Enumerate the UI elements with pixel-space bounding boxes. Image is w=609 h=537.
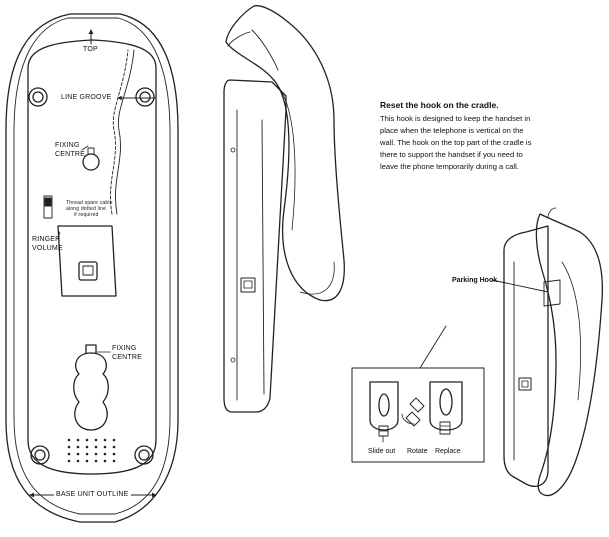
label-top: TOP: [83, 46, 98, 53]
label-fixing-centre-1-line1: FIXING: [55, 142, 80, 149]
grille-dot: [94, 438, 98, 442]
parking-hook: [543, 279, 561, 307]
speaker-grille: [67, 438, 116, 463]
grille-dot: [67, 459, 71, 463]
label-ringer-volume-line1: RINGER: [32, 236, 61, 243]
screw-bottom-left: [30, 445, 50, 465]
panel-leader-line: [419, 325, 447, 369]
grille-dot: [67, 452, 71, 456]
grille-dot: [112, 459, 116, 463]
grille-dot: [76, 445, 80, 449]
label-cable-note-line2: along dotted line: [66, 206, 107, 212]
step-slide-out: [369, 381, 399, 443]
instructions-body: This hook is designed to keep the handse…: [380, 114, 532, 171]
instructions-heading: Reset the hook on the cradle.: [380, 100, 499, 110]
label-ringer-volume-line2: VOLUME: [32, 245, 63, 252]
grille-dot: [112, 452, 116, 456]
grille-dot: [94, 452, 98, 456]
label-fixing-centre-2-line1: FIXING: [112, 345, 137, 352]
base-unit-outline: [5, 13, 179, 523]
caption-replace: Replace: [435, 448, 461, 455]
screw-top-right: [135, 87, 155, 107]
phone-side-view-right: [491, 207, 604, 497]
label-cable-note-line3: if required: [74, 212, 99, 218]
caption-slide-out: Slide out: [368, 448, 396, 455]
cable-groove: [110, 49, 135, 215]
grille-dot: [94, 459, 98, 463]
screw-top-left: [28, 87, 48, 107]
grille-dot: [103, 459, 107, 463]
grille-dot: [76, 438, 80, 442]
grille-dot: [85, 452, 89, 456]
step-replace: [429, 381, 463, 435]
socket-box: [57, 225, 117, 297]
grille-dot: [67, 438, 71, 442]
fixing-hole-upper: [82, 147, 100, 171]
phone-side-view-middle: [223, 5, 345, 413]
grille-dot: [112, 438, 116, 442]
label-fixing-centre-1-line2: CENTRE: [55, 151, 85, 158]
hook-steps-panel: [351, 325, 485, 463]
ringer-volume-switch: [43, 195, 53, 219]
label-base-unit-outline: BASE UNIT OUTLINE: [54, 491, 131, 499]
label-fixing-centre-2-line2: CENTRE: [112, 354, 142, 361]
grille-dot: [103, 452, 107, 456]
grille-dot: [85, 459, 89, 463]
grille-dot: [85, 445, 89, 449]
grille-dot: [94, 445, 98, 449]
label-cable-note-line1: Thread spare cable: [66, 200, 113, 206]
grille-dot: [67, 445, 71, 449]
fixing-centre-1-leader: [81, 145, 89, 151]
label-parking-hook: Parking Hook: [452, 277, 498, 284]
label-line-groove: LINE GROOVE: [61, 94, 112, 101]
grille-dot: [103, 438, 107, 442]
grille-dot: [76, 459, 80, 463]
screw-bottom-right: [134, 445, 154, 465]
grille-dot: [76, 452, 80, 456]
parking-hook-leader: [491, 279, 549, 293]
step-rotate: [401, 397, 425, 427]
grille-dot: [103, 445, 107, 449]
grille-dot: [85, 438, 89, 442]
grille-dot: [112, 445, 116, 449]
caption-rotate: Rotate: [407, 448, 428, 455]
keyhole-slot-lower: [73, 344, 109, 431]
